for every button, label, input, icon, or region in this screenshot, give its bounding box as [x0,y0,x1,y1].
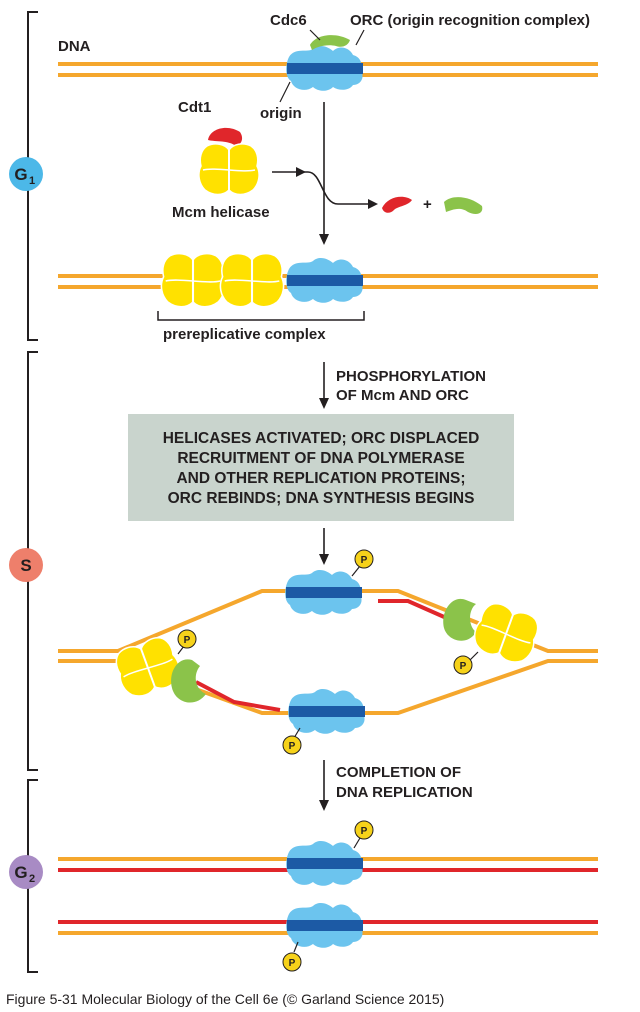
orc-label: ORC (origin recognition complex) [350,12,590,29]
svg-text:P: P [289,741,296,752]
dna-label: DNA [58,38,91,55]
orc-complex-g2-bottom [286,902,363,948]
released-cdt1 [382,196,412,213]
phase-s-letter: S [20,556,31,575]
prereplicative-bracket [157,311,365,321]
origin-pointer [279,81,291,103]
cdc6-protein [310,35,350,50]
new-strand-left [195,680,281,712]
release-arrow [272,171,370,205]
orc-complex-bubble-top [285,569,362,615]
down-arrowhead-completion [319,800,329,811]
svg-text:P: P [361,555,368,566]
phosphate-g2-top: P [353,820,374,849]
svg-text:P: P [361,826,368,837]
orc-pointer [355,29,365,46]
phosphate-mcm-right: P [453,651,479,675]
phase-g2-letter: G [14,863,27,882]
phosphate-mcm-left: P [177,629,197,655]
down-arrowhead-s [319,554,329,565]
mcm-helicase-free [197,142,261,196]
replisome-right [443,598,545,669]
down-arrowhead-phos [319,398,329,409]
release-arrowhead-out [368,199,378,209]
plus-sign: + [423,196,432,213]
phase-g2-sub: 2 [29,873,35,885]
cdt1-protein [208,127,243,146]
orc-complex-prerc [286,257,363,303]
phase-g2-badge: G 2 [9,855,43,889]
cdc6-label: Cdc6 [270,12,307,29]
s-phase-events-box [128,414,514,521]
cdc6-pointer [309,29,321,41]
mcm-double-hexamer [160,252,285,308]
cdt1-label: Cdt1 [178,99,211,116]
new-strand-right [378,599,461,626]
completion-line-2: DNA REPLICATION [336,784,473,801]
phosphate-g2-bottom: P [282,941,302,972]
phosphate-orc-bottom: P [282,727,302,755]
orc-complex-top [286,45,363,91]
release-arrowhead-in [296,167,306,177]
box-line-2: RECRUITMENT OF DNA POLYMERASE [177,450,464,467]
phosphorylation-line-1: PHOSPHORYLATION [336,368,486,385]
svg-text:P: P [184,635,191,646]
mcm-helicase-label: Mcm helicase [172,204,270,221]
origin-label: origin [260,105,302,122]
phase-g1-sub: 1 [29,175,35,187]
orc-complex-g2-top [286,840,363,886]
phase-s-badge: S [9,548,43,582]
completion-line-1: COMPLETION OF [336,764,461,781]
box-line-3: AND OTHER REPLICATION PROTEINS; [176,470,465,487]
svg-text:P: P [460,661,467,672]
released-cdc6 [444,197,483,214]
phase-g1-badge: G 1 [9,157,43,191]
phosphorylation-line-2: OF Mcm AND ORC [336,387,469,404]
prereplicative-label: prereplicative complex [163,326,326,343]
phase-g1-letter: G [14,165,27,184]
figure-caption: Figure 5-31 Molecular Biology of the Cel… [6,991,444,1007]
orc-complex-bubble-bottom [288,688,365,734]
phosphate-orc-top: P [351,549,374,577]
down-arrowhead-g1 [319,234,329,245]
box-line-4: ORC REBINDS; DNA SYNTHESIS BEGINS [168,490,475,507]
box-line-1: HELICASES ACTIVATED; ORC DISPLACED [163,430,480,447]
replisome-left [109,632,206,703]
svg-text:P: P [289,958,296,969]
